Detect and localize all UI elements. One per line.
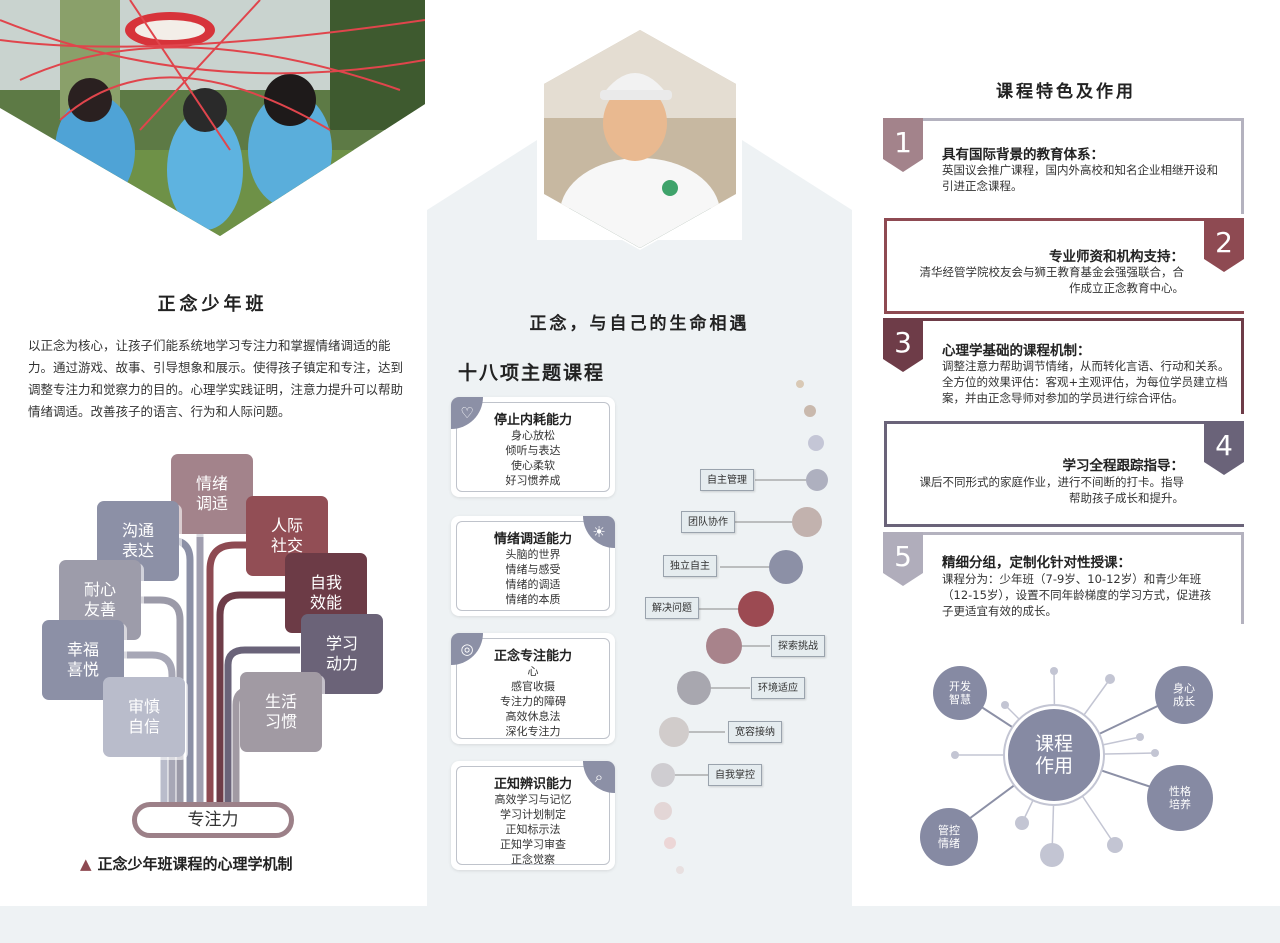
tile-life-habits: 生活 习惯: [240, 672, 322, 752]
card-title: 正念专注能力: [493, 649, 572, 664]
feature-item: 4 学习全程跟踪指导： 课后不同形式的家庭作业，进行不间断的打卡。指导帮助孩子成…: [884, 421, 1244, 527]
card-item: 身心放松: [511, 429, 555, 442]
feature-title: 精细分组，定制化针对性授课：: [942, 555, 1131, 571]
feature-item: 3 心理学基础的课程机制： 调整注意力帮助调节情绪，从而转化言语、行动和关系。全…: [883, 318, 1244, 414]
skill-tag: 独立自主: [663, 555, 717, 577]
card-title: 情绪调适能力: [493, 532, 572, 547]
card-item: 倾听与表达: [505, 444, 561, 457]
card-item: 情绪的本质: [505, 593, 561, 606]
tile-emotion-adjust: 情绪 调适: [171, 454, 253, 534]
card-item: 专注力的障碍: [500, 695, 566, 708]
diagram-caption: ▲正念少年班课程的心理学机制: [80, 855, 293, 873]
middle-title: 正念，与自己的生命相遇: [529, 314, 750, 334]
course-card: ◎ 正念专注能力 心 感官收摄 专注力的障碍 高效休息法 深化专注力: [451, 633, 615, 744]
bottom-band: [0, 906, 1280, 943]
skill-tag: 宽容接纳: [728, 721, 782, 743]
card-item: 感官收摄: [511, 680, 555, 693]
feature-item: 5 精细分组，定制化针对性授课： 课程分为：少年班（7-9岁、10-12岁）和青…: [883, 532, 1244, 624]
feature-number: 1: [883, 118, 923, 172]
card-item: 正知学习审查: [500, 838, 566, 851]
feature-body: 英国议会推广课程，国内外高校和知名企业相继开设和引进正念课程。: [942, 163, 1218, 193]
skill-tag: 团队协作: [681, 511, 735, 533]
card-title: 停止内耗能力: [493, 413, 572, 428]
card-item: 心: [527, 665, 539, 678]
feature-item: 2 专业师资和机构支持： 清华经管学院校友会与狮王教育基金会强强联合，合作成立正…: [884, 218, 1244, 314]
card-item: 高效休息法: [505, 710, 561, 723]
feature-number: 3: [883, 318, 923, 372]
card-item: 好习惯养成: [505, 474, 561, 487]
skills-dot-path: [651, 380, 828, 874]
card-item: 正念觉察: [511, 853, 555, 866]
focus-label: 专注力: [132, 802, 294, 838]
skill-tag: 自主管理: [700, 469, 754, 491]
feature-number: 2: [1204, 218, 1244, 272]
card-item: 深化专注力: [505, 725, 561, 738]
feature-number: 4: [1204, 421, 1244, 475]
outcome-node: 管控 情绪: [920, 808, 978, 866]
feature-title: 专业师资和机构支持：: [1049, 249, 1184, 265]
feature-title: 学习全程跟踪指导：: [1062, 458, 1185, 474]
class-description: 以正念为核心，让孩子们能系统地学习专注力和掌握情绪调适的能力。通过游戏、故事、引…: [28, 338, 404, 419]
tile-confidence: 审慎 自信: [103, 677, 185, 757]
class-title: 正念少年班: [157, 294, 268, 315]
card-item: 学习计划制定: [500, 808, 566, 821]
feature-body: 调整注意力帮助调节情绪，从而转化言语、行动和关系。全方位的效果评估：客观+主观评…: [942, 359, 1230, 405]
course-subtitle: 十八项主题课程: [458, 362, 606, 384]
outcome-node: 性格 培养: [1147, 765, 1213, 831]
features-title: 课程特色及作用: [996, 82, 1136, 102]
feature-title: 心理学基础的课程机制：: [942, 343, 1091, 359]
hub-node: 课程 作用: [1008, 709, 1100, 801]
outcome-node: 身心 成长: [1155, 666, 1213, 724]
skill-tag: 解决问题: [645, 597, 699, 619]
feature-body: 课程分为：少年班（7-9岁、10-12岁）和青少年班（12-15岁），设置不同年…: [942, 572, 1212, 618]
feature-item: 1 具有国际背景的教育体系： 英国议会推广课程，国内外高校和知名企业相继开设和引…: [883, 118, 1244, 214]
feature-body: 清华经管学院校友会与狮王教育基金会强强联合，合作成立正念教育中心。: [919, 265, 1185, 295]
card-item: 正知标示法: [505, 823, 561, 836]
triangle-icon: ▲: [80, 855, 92, 873]
course-card: ♡ 停止内耗能力 身心放松 倾听与表达 使心柔软 好习惯养成: [451, 397, 615, 497]
skill-tag: 环境适应: [751, 677, 805, 699]
skill-tag: 自我掌控: [708, 764, 762, 786]
outcome-node: 开发 智慧: [933, 666, 987, 720]
student-photo: [540, 28, 740, 250]
feature-number: 5: [883, 532, 923, 586]
card-item: 头脑的世界: [505, 548, 561, 561]
course-card: ☀ 情绪调适能力 头脑的世界 情绪与感受 情绪的调适 情绪的本质: [451, 516, 615, 616]
card-item: 高效学习与记忆: [494, 793, 572, 806]
course-card: ⌕ 正知辨识能力 高效学习与记忆 学习计划制定 正知标示法 正知学习审查 正念觉…: [451, 761, 615, 870]
card-item: 情绪的调适: [505, 578, 561, 591]
kids-game-photo: [0, 0, 425, 240]
feature-title: 具有国际背景的教育体系：: [942, 147, 1104, 163]
card-item: 情绪与感受: [505, 563, 561, 576]
card-item: 使心柔软: [511, 459, 555, 472]
feature-body: 课后不同形式的家庭作业，进行不间断的打卡。指导帮助孩子成长和提升。: [919, 475, 1185, 505]
card-title: 正知辨识能力: [493, 777, 572, 792]
skill-tag: 探索挑战: [771, 635, 825, 657]
